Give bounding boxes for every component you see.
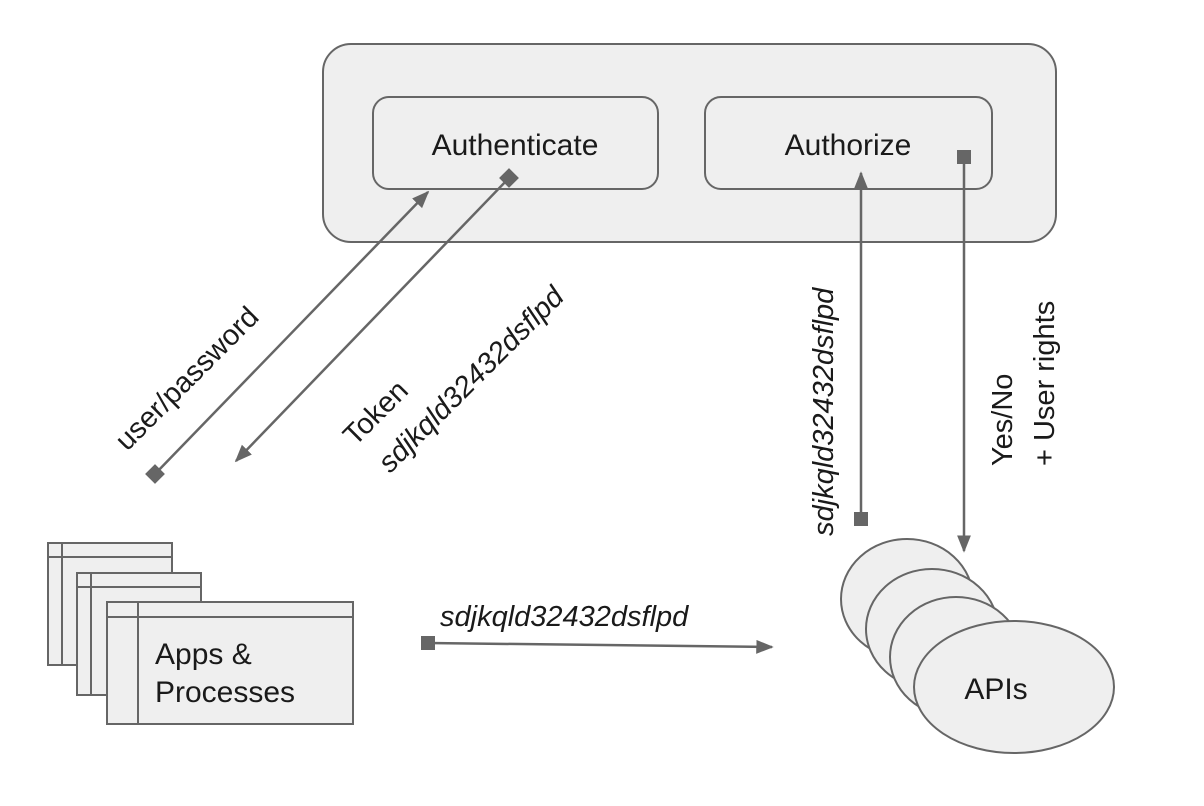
identity-service-container xyxy=(322,43,1057,243)
app-window-front xyxy=(106,601,354,725)
apps-label-line2: Processes xyxy=(155,676,295,709)
edge-authorize-request xyxy=(854,171,868,526)
apis-stack: APIs xyxy=(840,538,1115,754)
authorize-label: Authorize xyxy=(785,129,912,162)
edge-api-call xyxy=(421,636,774,654)
apps-processes-stack: Apps & Processes xyxy=(47,542,354,725)
api-call-label: sdjkqld32432dsflpd xyxy=(440,601,689,633)
authorize-response-label-line2: + User rights xyxy=(1029,301,1061,466)
authenticate-label: Authenticate xyxy=(432,129,599,162)
apis-label: APIs xyxy=(964,673,1027,706)
authorize-request-label: sdjkqld32432dsflpd xyxy=(808,287,840,536)
authenticate-box xyxy=(372,96,659,190)
user-password-label: user/password xyxy=(109,301,265,457)
apps-label-line1: Apps & xyxy=(155,638,252,671)
token-label-line2: sdjkqld32432dsflpd xyxy=(372,280,571,479)
edge-user-password xyxy=(145,190,430,484)
authorize-response-label-line1: Yes/No xyxy=(987,374,1019,466)
edge-authorize-response xyxy=(957,150,971,553)
api-ellipse-front xyxy=(913,620,1115,754)
authorize-box xyxy=(704,96,993,190)
